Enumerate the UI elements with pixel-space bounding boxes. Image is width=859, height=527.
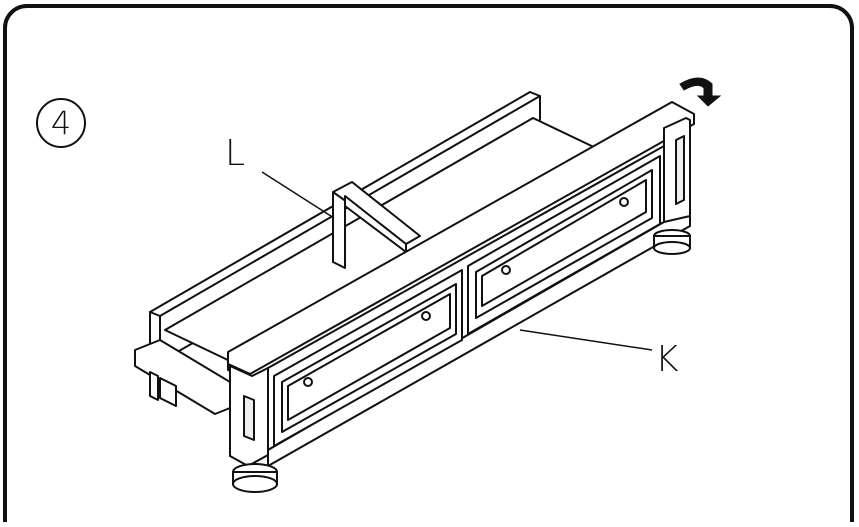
leader-line-l (261, 171, 335, 219)
knob (501, 265, 511, 275)
part-label-k: K (655, 339, 679, 380)
knob (421, 311, 431, 321)
knob (303, 377, 313, 387)
drawer-fronts (273, 155, 661, 447)
knob (619, 197, 629, 207)
drawer-box-l (149, 91, 601, 365)
leader-line-k (519, 329, 653, 351)
bun-feet (232, 229, 691, 493)
step-number: 4 (36, 98, 86, 148)
curved-arrow-down-icon (679, 77, 722, 107)
part-label-l: L (225, 133, 246, 174)
base-sled (134, 339, 241, 415)
